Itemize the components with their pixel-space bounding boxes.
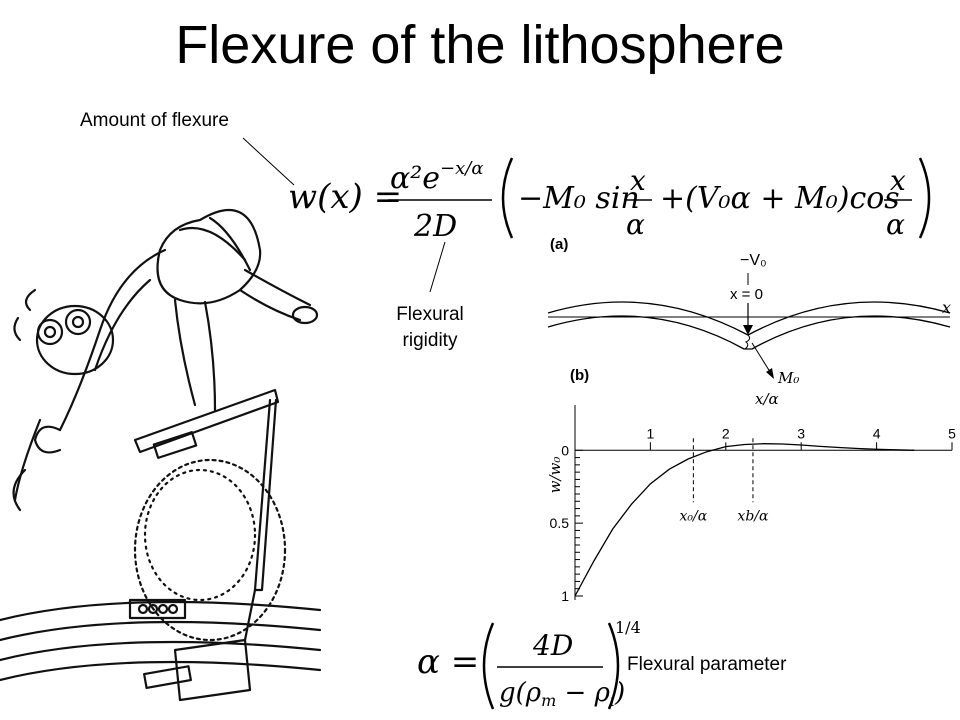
equation-numerator: α²e−x/α: [390, 158, 484, 196]
flexure-equation: w(x) = α²e−x/α 2D −M₀ sin x α +(V₀α + M₀…: [288, 157, 931, 244]
x-tick-label: 4: [873, 425, 881, 441]
goggle-left-icon: [36, 318, 64, 346]
y-axis-title: w/w₀: [546, 457, 564, 494]
svg-text:x: x: [890, 164, 906, 197]
amount-leader-line: [242, 137, 295, 186]
parameter-numerator: 4D: [532, 629, 573, 662]
diagram-a-panel-label: (a): [550, 236, 568, 253]
parameter-lhs: α =: [417, 642, 479, 682]
moment-pointer: [751, 342, 773, 376]
equation-bracket-body: −M₀ sin: [518, 181, 640, 216]
diagram-b-panel-label: (b): [570, 367, 589, 384]
origin-label: x = 0: [730, 286, 763, 303]
diver-arm: [58, 248, 167, 432]
x-tick-label: 5: [948, 425, 956, 441]
flexural-rigidity-line2: rigidity: [402, 330, 458, 351]
left-bracket: [501, 157, 514, 239]
olympic-rings-board: [128, 598, 187, 620]
page-title: Flexure of the lithosphere: [175, 15, 785, 75]
flexural-parameter-label: Flexural parameter: [627, 654, 787, 675]
diving-pool: [173, 638, 252, 702]
y-tick-label: 1: [561, 588, 569, 604]
diagram-b: (b) x/α w/w₀ 0 0.5 1 1 2 3 4 5 x₀/α xb/α: [546, 367, 956, 604]
equation-lhs: w(x) =: [288, 177, 402, 217]
marker-label: x₀/α: [680, 508, 708, 524]
equation-denominator: 2D: [413, 209, 457, 244]
parameter-equation: α = 4D g(ρm − ρi) 1/4: [417, 618, 640, 710]
stadium-rim: [0, 600, 322, 622]
splash-ring: [133, 458, 287, 642]
diver-leg-left: [173, 298, 197, 407]
springboard: [133, 388, 280, 454]
goggle-right-icon: [64, 308, 92, 336]
diver-head: [35, 304, 115, 376]
moment-label: M₀: [777, 369, 799, 387]
svg-text:x: x: [630, 164, 646, 197]
marker-label: xb/α: [737, 508, 769, 524]
deflection-curve: [574, 443, 915, 597]
deflection-chart: 0 0.5 1 1 2 3 4 5 x₀/α xb/α: [550, 405, 956, 604]
board-pole: [253, 398, 278, 592]
rigidity-leader-line: [429, 241, 446, 293]
diver-cartoon: [0, 208, 322, 702]
y-tick-label: 0: [561, 442, 569, 458]
flexural-rigidity-line1: Flexural: [396, 304, 464, 325]
x-axis-label: x: [942, 298, 951, 317]
x-tick-label: 2: [722, 425, 730, 441]
svg-text:α: α: [886, 208, 905, 241]
force-label: −V₀: [740, 252, 767, 269]
beam-bottom: [547, 315, 951, 350]
parameter-exponent: 1/4: [615, 618, 640, 637]
right-bracket: [918, 157, 931, 239]
amount-of-flexure-label: Amount of flexure: [80, 110, 229, 131]
svg-text:+(V₀α + M₀)cos: +(V₀α + M₀)cos: [660, 181, 900, 216]
x-axis-title: x/α: [755, 390, 779, 408]
y-tick-label: 0.5: [550, 515, 570, 531]
x-tick-label: 3: [797, 425, 805, 441]
svg-text:α: α: [626, 208, 645, 241]
diagram-a: (a) −V₀ x = 0 x M₀: [547, 236, 951, 387]
flexural-rigidity-label: Flexural rigidity: [375, 302, 485, 354]
diver-body: [156, 208, 262, 305]
parameter-denominator: g(ρm − ρi): [499, 678, 625, 710]
x-tick-label: 1: [647, 425, 655, 441]
